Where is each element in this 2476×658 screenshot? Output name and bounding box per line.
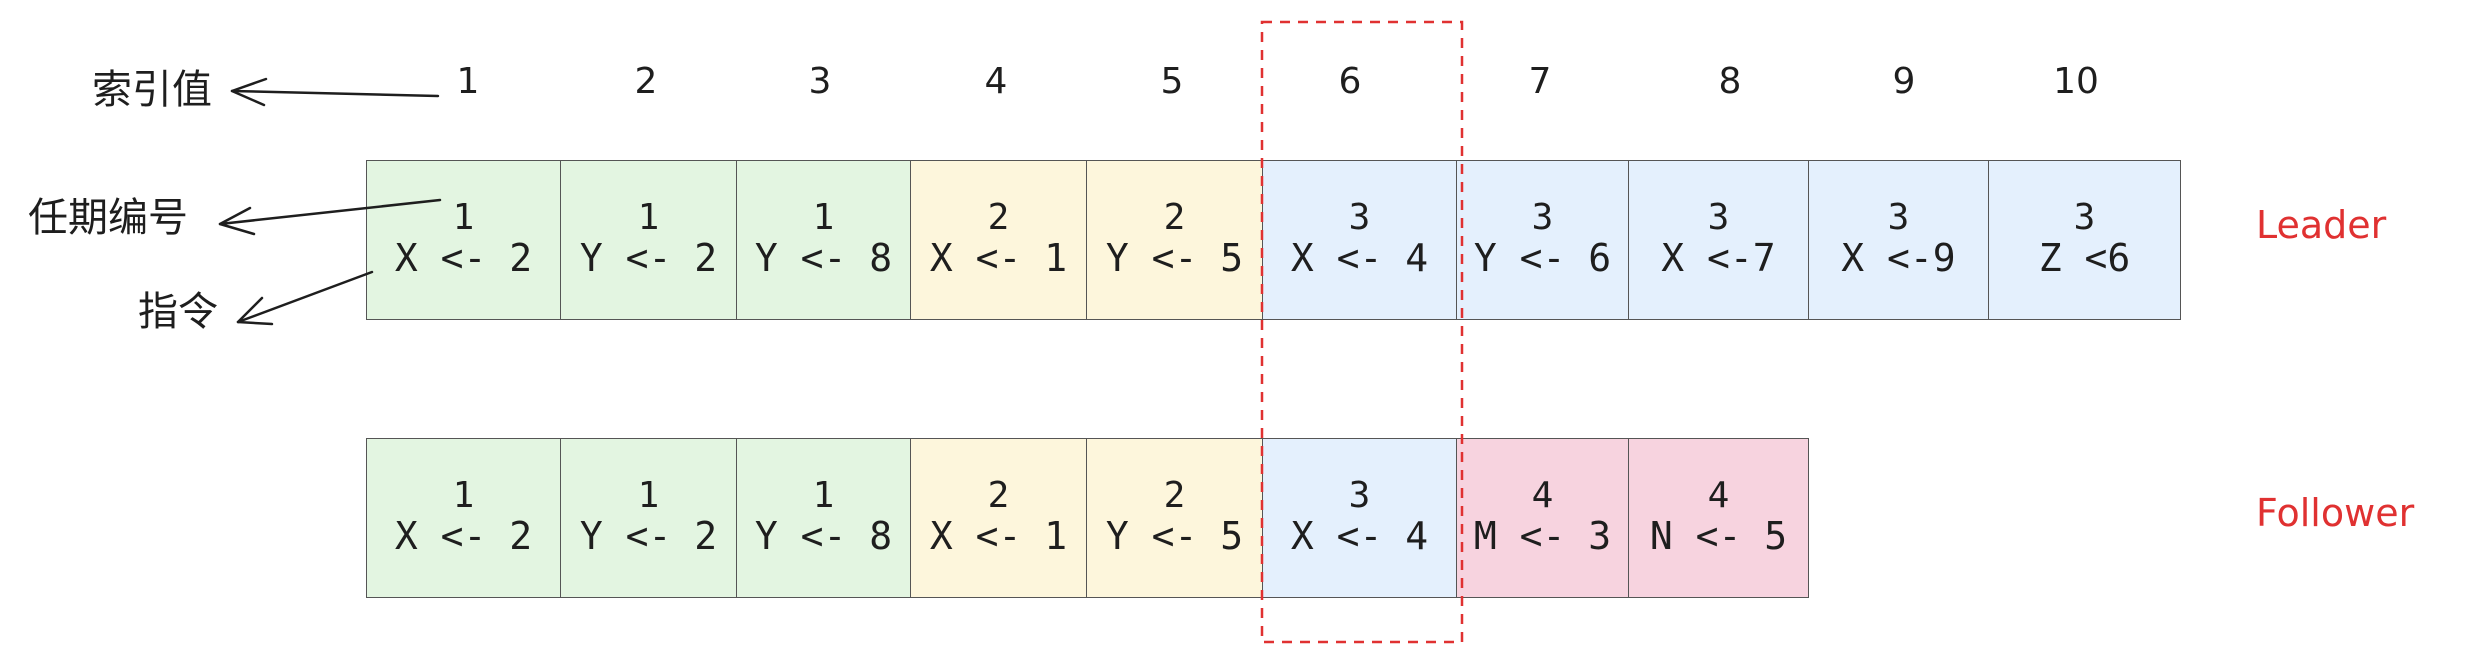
entry-command: N <- 5 — [1649, 514, 1788, 559]
follower-role-label: Follower — [2256, 491, 2415, 535]
entry-command: Y <- 2 — [579, 236, 718, 281]
entry-command: M <- 3 — [1473, 514, 1612, 559]
index-value-5: 5 — [1160, 61, 1184, 102]
entry-command: X <- 1 — [929, 236, 1068, 281]
index-value-6: 6 — [1338, 61, 1362, 102]
entry-term-number: 1 — [812, 475, 835, 517]
entry-command: Y <- 2 — [579, 514, 718, 559]
entry-command: Y <- 5 — [1105, 236, 1244, 281]
index-value-2: 2 — [634, 61, 658, 102]
entry-term-number: 3 — [1531, 197, 1554, 239]
entry-term-number: 2 — [1163, 197, 1186, 239]
entry-command: Z <6 — [2038, 236, 2131, 281]
index-value-7: 7 — [1528, 61, 1552, 102]
term-number-label: 任期编号 — [28, 195, 188, 241]
entry-term-number: 3 — [2073, 197, 2096, 239]
entry-command: X <-7 — [1661, 236, 1776, 281]
entry-command: Y <- 6 — [1473, 236, 1612, 281]
highlight-index-6-box — [1260, 20, 1464, 644]
entry-term-number: 3 — [1887, 197, 1910, 239]
entry-term-number: 1 — [637, 197, 660, 239]
index-value-10: 10 — [2053, 61, 2099, 102]
leader-role-label: Leader — [2256, 203, 2387, 247]
command-label: 指令 — [138, 289, 218, 335]
entry-term-number: 4 — [1531, 475, 1554, 517]
entry-term-number: 3 — [1348, 197, 1371, 239]
entry-term-number: 2 — [1163, 475, 1186, 517]
index-value-1: 1 — [456, 61, 480, 102]
index-value-4: 4 — [984, 61, 1008, 102]
entry-command: X <- 4 — [1290, 514, 1429, 559]
entry-term-number: 2 — [987, 197, 1010, 239]
entry-term-number: 3 — [1348, 475, 1371, 517]
index-value-8: 8 — [1718, 61, 1742, 102]
entry-command: X <- 2 — [394, 236, 533, 281]
index-value-3: 3 — [808, 61, 832, 102]
entry-term-number: 1 — [452, 197, 475, 239]
entry-term-number: 3 — [1707, 197, 1730, 239]
entry-command: X <- 2 — [394, 514, 533, 559]
entry-term-number: 4 — [1707, 475, 1730, 517]
entry-term-number: 1 — [452, 475, 475, 517]
index-value-9: 9 — [1892, 61, 1916, 102]
entry-command: X <- 1 — [929, 514, 1068, 559]
entry-term-number: 1 — [812, 197, 835, 239]
index-value-label: 索引值 — [92, 67, 212, 113]
command-pointer-arrow — [236, 270, 374, 326]
entry-command: Y <- 8 — [754, 514, 893, 559]
entry-command: X <-9 — [1841, 236, 1956, 281]
term-pointer-arrow — [218, 198, 442, 236]
index-pointer-arrow — [230, 77, 440, 107]
entry-term-number: 1 — [637, 475, 660, 517]
entry-command: Y <- 8 — [754, 236, 893, 281]
entry-command: X <- 4 — [1290, 236, 1429, 281]
entry-term-number: 2 — [987, 475, 1010, 517]
entry-command: Y <- 5 — [1105, 514, 1244, 559]
